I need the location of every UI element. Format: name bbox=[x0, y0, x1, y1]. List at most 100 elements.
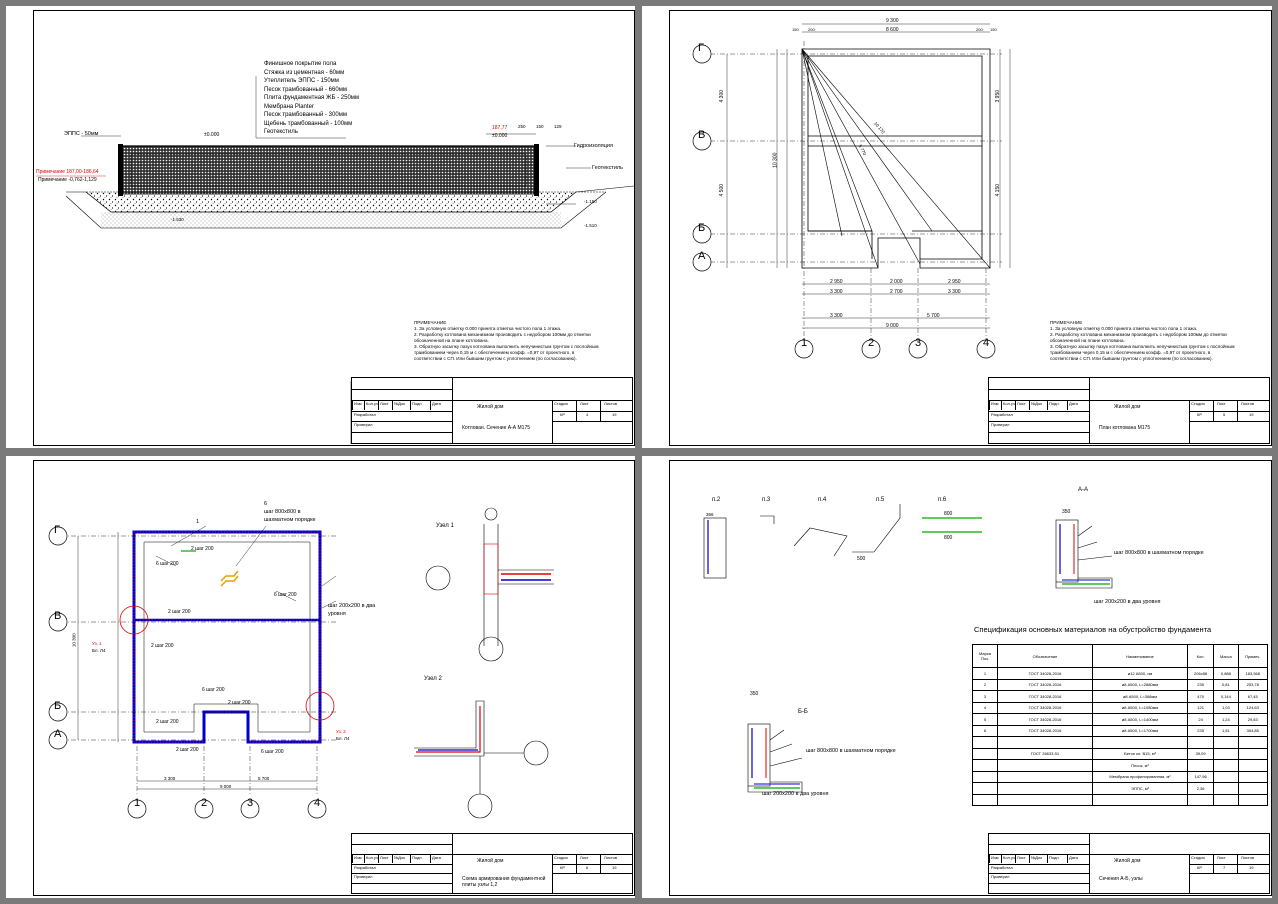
rebar-label: 6 шаг 200 bbox=[261, 749, 284, 755]
sheet-4: п.2 п.3 п.4 п.5 п.6 366 800 800 500 А-А … bbox=[642, 456, 1272, 898]
note-line: 2. Разработку котлована механизмом произ… bbox=[414, 332, 591, 337]
title-block-line bbox=[552, 399, 553, 443]
rebar-label: 6 шаг 200 bbox=[156, 561, 179, 567]
section-note: шаг 200х200 в два уровня bbox=[762, 791, 829, 797]
reinforcement-plan-drawing bbox=[48, 507, 554, 819]
title-block-col-header: №Док bbox=[394, 854, 406, 860]
section-title: А-А bbox=[1078, 487, 1089, 493]
dim-label: 3 300 bbox=[830, 289, 843, 295]
table-cell: 0,144 bbox=[1213, 690, 1239, 703]
axis-label: Г bbox=[698, 42, 704, 54]
table-cell bbox=[997, 770, 1093, 783]
column-header: Масса bbox=[1213, 644, 1239, 668]
rebar-label: 2 шаг 200 bbox=[228, 700, 251, 706]
level-mark-red: Примечание 187,00-186,64 bbox=[36, 169, 99, 175]
title-block-line bbox=[989, 410, 1089, 412]
title-block-sheet-no: 5 bbox=[1223, 411, 1226, 417]
rebar-label: 2 шаг 200 bbox=[168, 609, 191, 615]
note-line: трамбованием через 0,15 м с обеспечением… bbox=[414, 350, 575, 355]
table-cell bbox=[972, 793, 998, 806]
axis-label: 4 bbox=[314, 797, 321, 809]
title-block-line bbox=[352, 883, 452, 884]
title-block-line bbox=[364, 399, 365, 411]
level-label: -1.530 bbox=[171, 217, 184, 222]
table-cell: Бетон кл. В15, м³ bbox=[1092, 747, 1188, 760]
title-block-col-header: Дата bbox=[1069, 854, 1078, 860]
axis-label: 1 bbox=[801, 337, 808, 349]
dim-label: 129 bbox=[554, 124, 562, 129]
layer-item: Мембрана Planter bbox=[264, 103, 314, 110]
table-cell: ГОСТ 34028-2016 bbox=[997, 701, 1093, 714]
table-cell: 1,03 bbox=[1213, 701, 1239, 714]
title-block-line bbox=[1089, 853, 1269, 855]
notes-title: ПРИМЕЧАНИЕ bbox=[1050, 320, 1083, 325]
title-block-sheet-header: Лист bbox=[1217, 854, 1226, 860]
title-block-stage: КР bbox=[1197, 864, 1202, 870]
title-block-stage: КР bbox=[1197, 411, 1202, 417]
table-cell bbox=[1237, 747, 1269, 760]
title-block-line bbox=[352, 853, 353, 864]
note-line: обозначенной на плане котлована. bbox=[414, 338, 489, 343]
dim-label: 9 000 bbox=[886, 323, 899, 329]
part-label: п.3 bbox=[762, 497, 771, 503]
table-cell: 67,45 bbox=[1237, 690, 1269, 703]
section-note: шаг 800х800 в шахматном порядке bbox=[1114, 550, 1204, 556]
table-cell: Мембрана профилированная, м² bbox=[1092, 770, 1188, 783]
table-cell: 1 bbox=[972, 667, 998, 680]
title-block-sheets-header: Листов bbox=[1241, 400, 1254, 406]
title-block-col-header: Дата bbox=[1069, 400, 1078, 406]
part-label: п.2 bbox=[712, 497, 721, 503]
title-block-line bbox=[378, 399, 379, 411]
title-block-col-header: Лист bbox=[380, 400, 389, 406]
title-block-caption: Схема армирования фундаментной плиты узл… bbox=[462, 876, 546, 889]
table-row bbox=[972, 736, 1269, 749]
sheet-3: Г В Б А 1 2 3 4 6 шаг 800х800 в шахматно… bbox=[6, 456, 635, 898]
dim-label: 2 950 bbox=[948, 279, 961, 285]
title-block-line bbox=[1189, 863, 1269, 865]
axis-label: 2 bbox=[868, 337, 875, 349]
layer-item: Финишное покрытие пола bbox=[264, 61, 337, 67]
table-row bbox=[972, 793, 1269, 806]
title-block-line bbox=[989, 873, 1089, 874]
dim-label: 4 500 bbox=[719, 183, 726, 197]
title-block-line bbox=[1001, 853, 1002, 864]
axis-label: Б bbox=[54, 700, 62, 712]
title-block-line bbox=[1237, 399, 1238, 422]
title-block-develop: Разработал bbox=[354, 411, 376, 417]
title-block-sheets-header: Листов bbox=[1241, 854, 1254, 860]
title-block-col-header: Подп. bbox=[412, 400, 423, 406]
dim-label: 200 bbox=[976, 27, 983, 32]
level-mark-red: 187,77 bbox=[492, 125, 508, 131]
table-cell: ø8 А500, L=368мм bbox=[1092, 690, 1188, 703]
axis-label: 3 bbox=[915, 337, 922, 349]
title-block-line bbox=[1067, 853, 1068, 864]
title-block-total: 19 bbox=[612, 411, 617, 417]
table-cell: 3 bbox=[972, 690, 998, 703]
title-block-sheet-no: 4 bbox=[586, 411, 589, 417]
dim-label: 9 000 bbox=[220, 784, 232, 789]
note-line: соответствии с СП. Или бывшим грунтом с … bbox=[1050, 356, 1213, 361]
axis-label: А bbox=[54, 728, 62, 740]
table-cell: ø8 А500, L=1700мм bbox=[1092, 724, 1188, 737]
title-block-col-header: Лист bbox=[1017, 854, 1026, 860]
title-block-line bbox=[576, 399, 577, 422]
table-cell bbox=[1092, 736, 1188, 749]
table-cell: 1,51 bbox=[1213, 724, 1239, 737]
title-block-line bbox=[1213, 399, 1214, 422]
table-cell: 121 bbox=[1186, 701, 1215, 714]
title-block-line bbox=[576, 853, 577, 874]
title-block-line bbox=[1189, 399, 1190, 443]
layer-item: Стяжка из цементная - 60мм bbox=[264, 69, 345, 76]
title-block-line bbox=[352, 388, 452, 390]
title-block-line bbox=[989, 843, 1089, 845]
column-header: Примеч. bbox=[1237, 644, 1269, 668]
table-cell: 235 bbox=[1186, 724, 1215, 737]
table-cell: ø12 А500, пм bbox=[1092, 667, 1188, 680]
table-cell bbox=[1237, 770, 1269, 783]
sheet-frame bbox=[669, 10, 1272, 446]
